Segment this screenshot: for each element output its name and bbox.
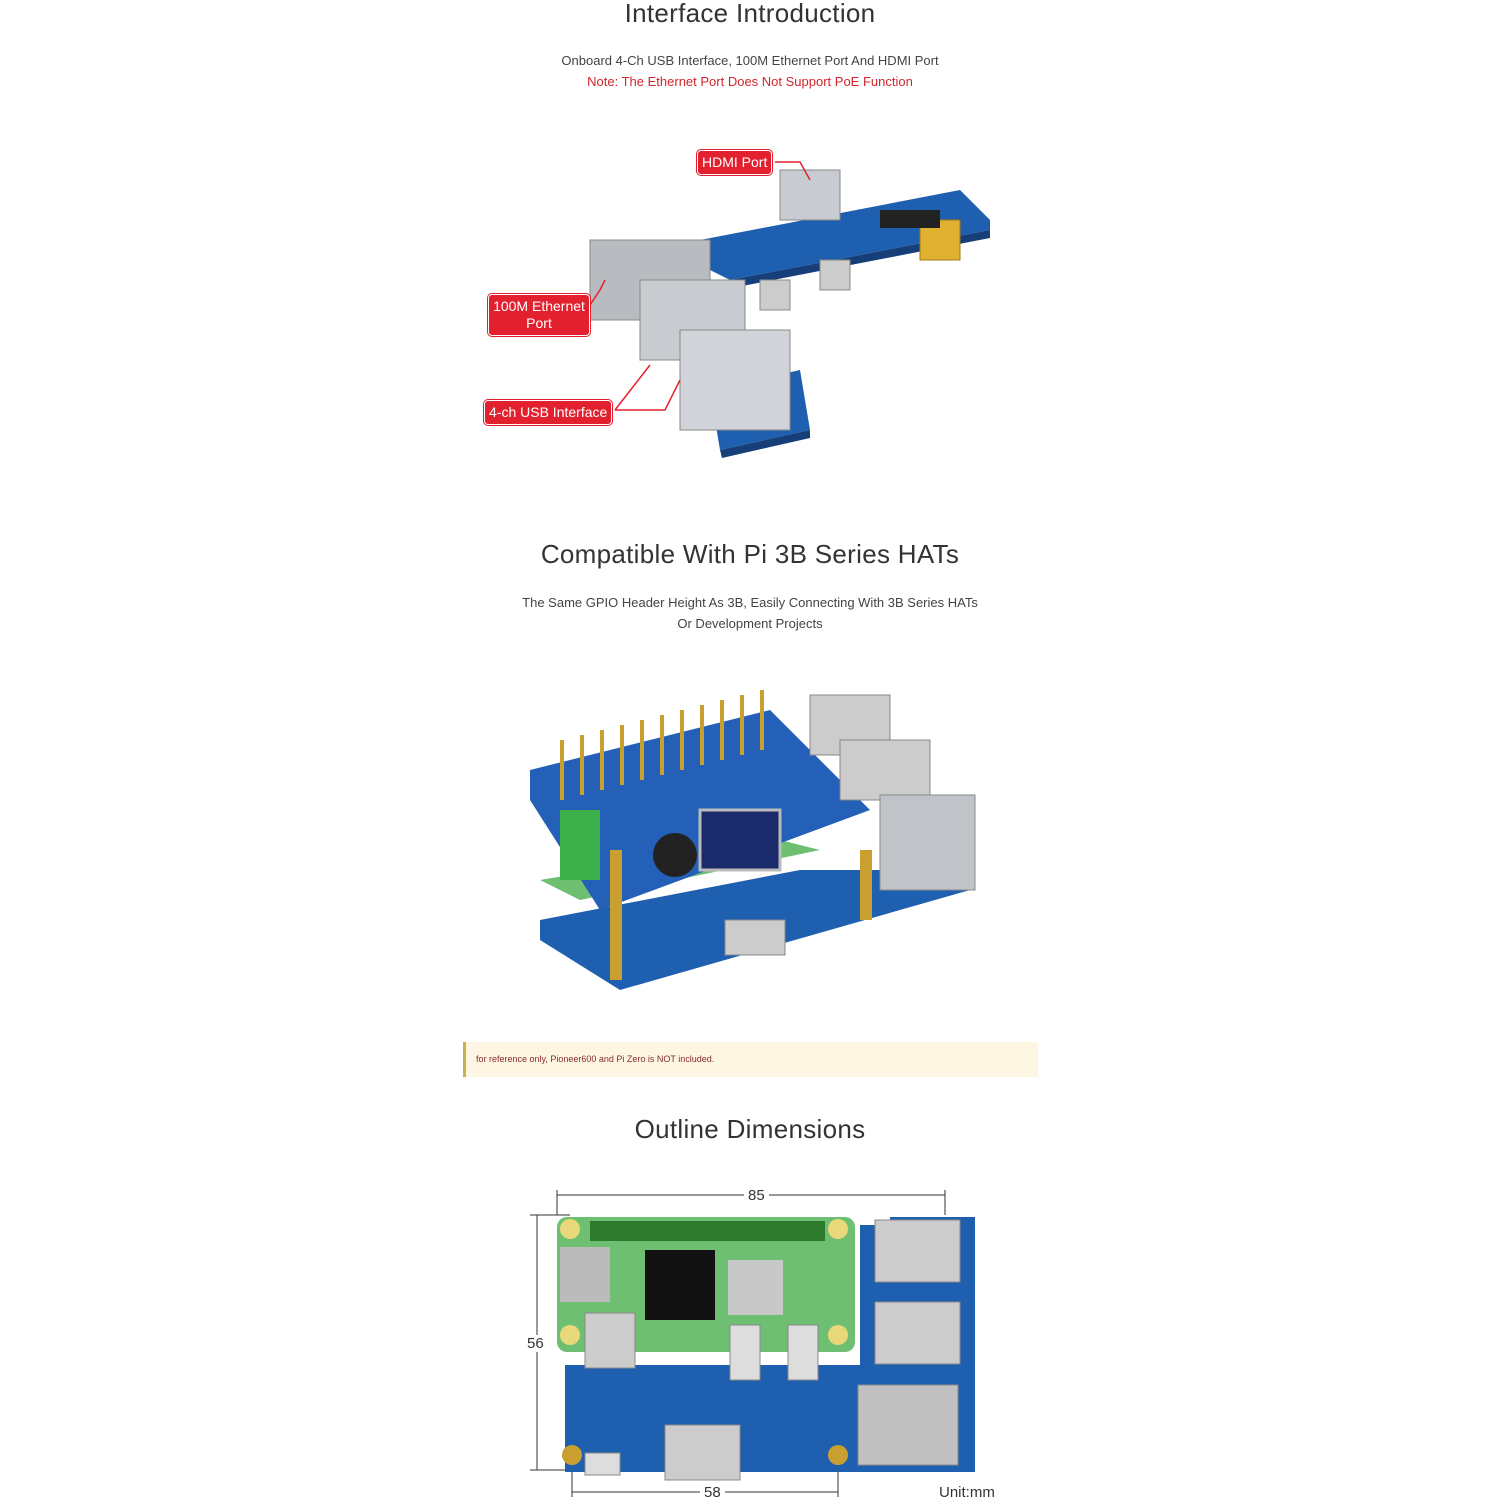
reference-disclaimer: for reference only, Pioneer600 and Pi Ze… <box>463 1042 1038 1077</box>
compatible-description-line1: The Same GPIO Header Height As 3B, Easil… <box>522 595 978 610</box>
dimension-hole-spacing: 58 <box>700 1484 725 1501</box>
callout-hdmi-port: HDMI Port <box>697 150 773 175</box>
outline-dimensions-diagram <box>530 1190 975 1497</box>
interface-product-image <box>589 161 990 458</box>
callout-ethernet-line1: 100M Ethernet <box>493 298 585 314</box>
section-title-compatible: Compatible With Pi 3B Series HATs <box>540 539 960 569</box>
dimension-width: 85 <box>744 1187 769 1204</box>
dimension-unit: Unit:mm <box>939 1484 995 1501</box>
section-title-dimensions: Outline Dimensions <box>634 1114 866 1144</box>
compatible-description-line2: Or Development Projects <box>677 616 823 631</box>
interface-description: Onboard 4-Ch USB Interface, 100M Etherne… <box>561 53 939 68</box>
poe-note: Note: The Ethernet Port Does Not Support… <box>587 74 913 89</box>
dimension-height: 56 <box>527 1335 544 1352</box>
hat-stack-product-image <box>530 690 976 990</box>
callout-usb-interface: 4-ch USB Interface <box>484 400 613 425</box>
callout-ethernet-line2: Port <box>526 315 552 331</box>
callout-ethernet-port: 100M Ethernet Port <box>488 294 590 336</box>
section-title-interface: Interface Introduction <box>624 0 876 28</box>
disclaimer-text: for reference only, Pioneer600 and Pi Ze… <box>476 1054 715 1064</box>
